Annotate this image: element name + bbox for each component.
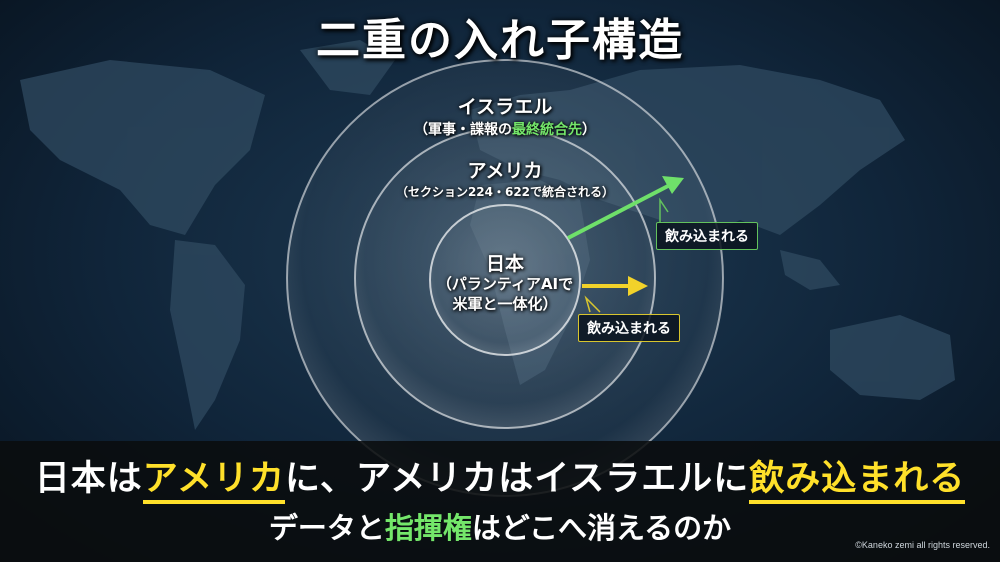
inner-line3: 米軍と一体化） xyxy=(452,295,558,313)
outer-sub: （軍事・諜報の最終統合先） xyxy=(414,122,596,138)
yellow-tag-pointer xyxy=(584,295,601,313)
green-arrow xyxy=(567,176,684,240)
copyright: ©Kaneko zemi all rights reserved. xyxy=(855,540,990,550)
caption-line-1: 日本はアメリカに、アメリカはイスラエルに飲み込まれる xyxy=(0,450,1000,504)
middle-sub: （セクション224・622で統合される） xyxy=(395,185,615,199)
yellow-arrow xyxy=(582,276,648,296)
green-tag-pointer xyxy=(659,197,669,222)
inner-circle xyxy=(429,204,581,356)
inner-label: 日本 （パランティアAIで 米軍と一体化） xyxy=(405,254,605,314)
inner-name: 日本 xyxy=(485,253,524,275)
outer-name: イスラエル xyxy=(457,96,553,118)
caption-line-2: データと指揮権はどこへ消えるのか xyxy=(268,511,732,545)
middle-name: アメリカ xyxy=(467,160,543,182)
caption-band xyxy=(0,441,1000,562)
swallowed-tag-lower: 飲み込まれる xyxy=(578,314,680,342)
page-title: 二重の入れ子構造 xyxy=(316,15,684,66)
middle-label: アメリカ （セクション224・622で統合される） xyxy=(355,156,655,200)
outer-label: イスラエル （軍事・諜報の最終統合先） xyxy=(355,92,655,139)
swallowed-tag-upper: 飲み込まれる xyxy=(656,222,758,250)
inner-line2: （パランティアAIで xyxy=(436,275,574,293)
